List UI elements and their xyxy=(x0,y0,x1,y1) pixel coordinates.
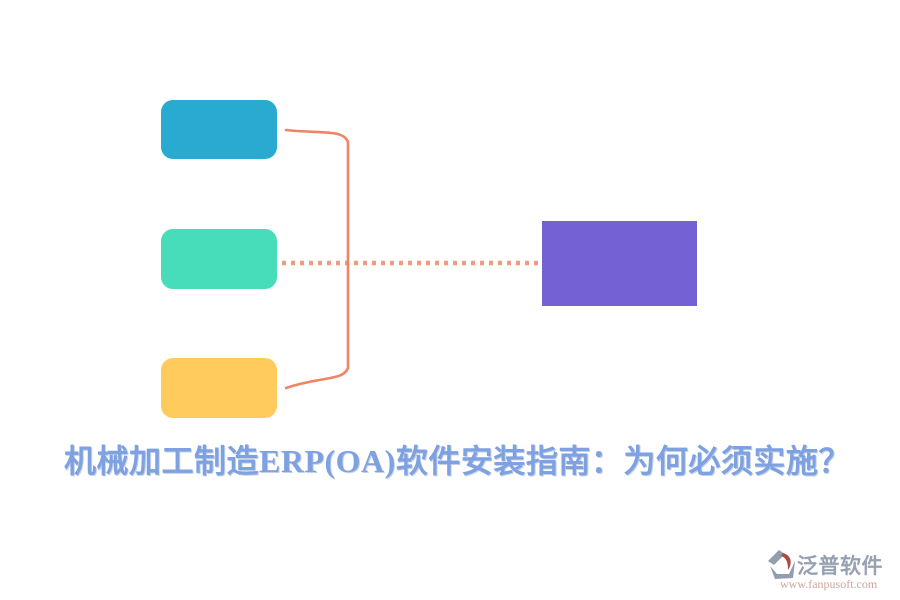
node-top-blue xyxy=(161,100,277,159)
watermark-url: www.fanpusoft.com xyxy=(780,577,878,591)
node-bottom-yellow xyxy=(161,358,277,418)
bracket-connector-line xyxy=(284,128,350,390)
watermark: 泛普软件 www.fanpusoft.com xyxy=(766,548,888,592)
logo-gray-stripe xyxy=(768,550,785,565)
fanpu-logo-icon xyxy=(768,550,795,579)
logo-red-crescent xyxy=(781,553,791,570)
node-middle-teal xyxy=(161,229,277,289)
page-title: 机械加工制造ERP(OA)软件安装指南：为何必须实施？ xyxy=(64,443,851,479)
watermark-brand: 泛普软件 xyxy=(797,554,883,578)
node-target-purple xyxy=(542,221,697,306)
logo-gray-body xyxy=(770,561,795,579)
